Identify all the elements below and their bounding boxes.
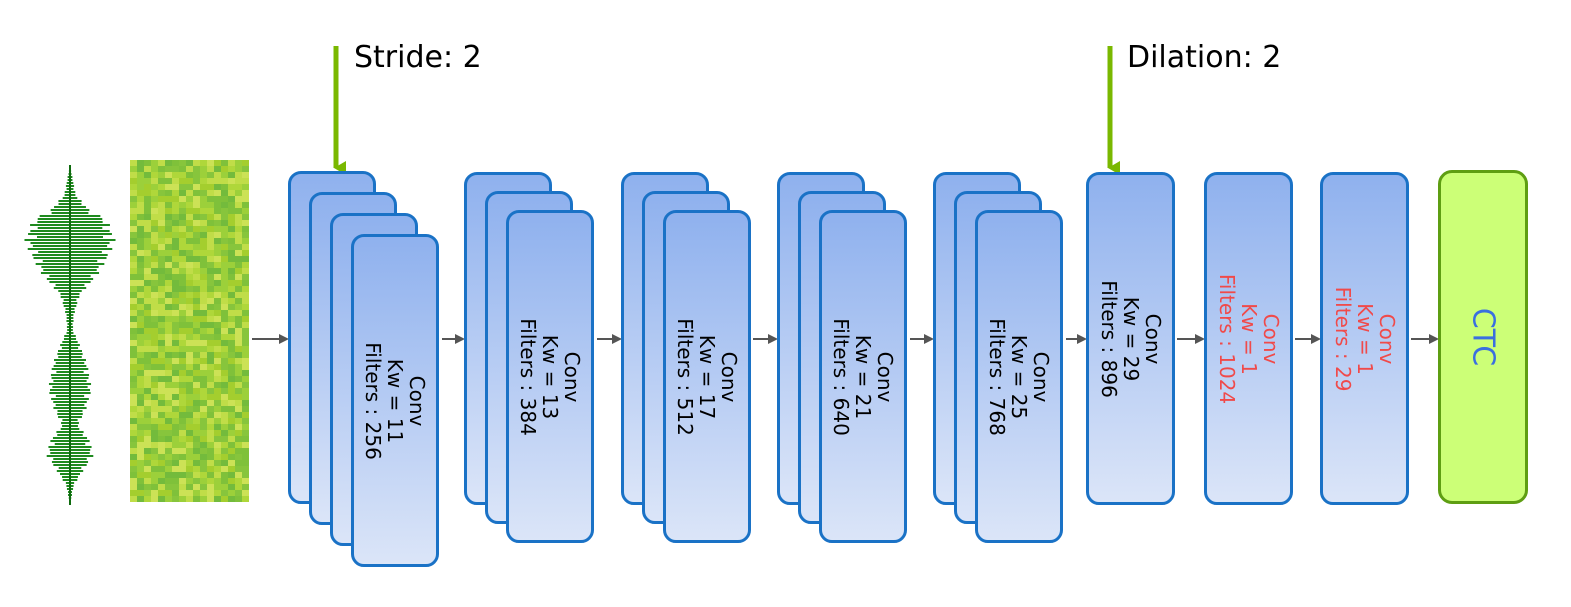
conv-kw-text: Kw = 1: [1352, 302, 1377, 375]
conv-filters-text: Filters : 640: [829, 317, 853, 436]
conv-op-text: Conv: [1140, 313, 1165, 364]
conv-kw-text: Kw = 13: [538, 334, 562, 419]
conv-op-text: Conv: [560, 351, 584, 402]
conv-kw-text: Kw = 11: [383, 358, 407, 443]
conv-op-text: Conv: [1029, 351, 1053, 402]
spectrogram-icon: [130, 160, 249, 502]
conv-op-text: Conv: [1258, 313, 1283, 364]
conv-op-text: Conv: [873, 351, 897, 402]
conv-filters-text: Filters : 896: [1096, 279, 1121, 398]
conv-kw-text: Kw = 21: [851, 334, 875, 419]
conv-filters-text: Filters : 256: [361, 341, 385, 460]
conv-filters-text: Filters : 768: [985, 317, 1009, 436]
conv-kw-text: Kw = 17: [695, 334, 719, 419]
conv-filters-text: Filters : 29: [1330, 286, 1355, 391]
conv-op-text: Conv: [717, 351, 741, 402]
conv-op-text: Conv: [405, 375, 429, 426]
conv-op-text: Conv: [1374, 313, 1399, 364]
conv-filters-text: Filters : 1024: [1214, 273, 1239, 404]
ctc-output-box: CTC: [1438, 170, 1528, 504]
conv-kw-text: Kw = 25: [1007, 334, 1031, 419]
conv-kw-text: Kw = 1: [1236, 302, 1261, 375]
stride-label: Stride: 2: [354, 40, 482, 75]
conv-filters-text: Filters : 384: [516, 317, 540, 436]
dilation-label: Dilation: 2: [1127, 40, 1282, 75]
conv-filters-text: Filters : 512: [673, 317, 697, 436]
conv-kw-text: Kw = 29: [1118, 296, 1143, 381]
audio-waveform-icon: [24, 165, 116, 505]
ctc-label: CTC: [1465, 307, 1501, 367]
